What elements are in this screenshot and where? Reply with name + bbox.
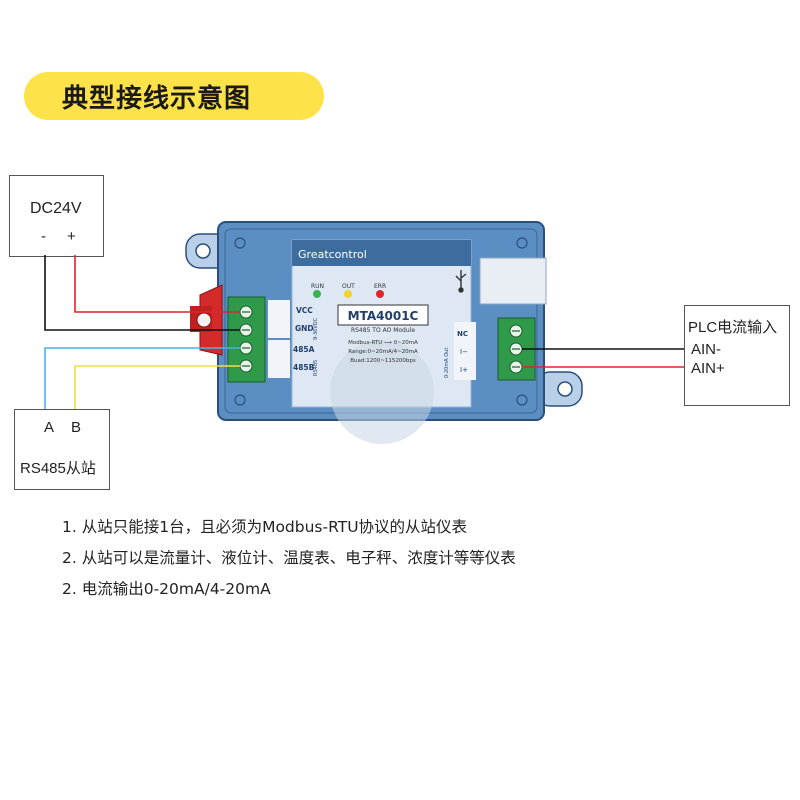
module-subtitle: RS485 TO AO Module [351,327,415,334]
screw-bl [234,394,246,406]
module-desc-2: Range:0~20mA/4~20mA [348,349,418,355]
wire-b-yellow [74,365,240,409]
mounting-hole-left [195,243,211,259]
mounting-hole-right [557,381,573,397]
terminal-vcc-label: VCC [296,306,313,315]
screw-tr [516,237,528,249]
led-err-label: ERR [374,283,386,290]
module-desc-1: Modbus-RTU ⟶ 0~20mA [348,340,418,346]
power-supply-box [9,175,104,257]
screw-br [516,394,528,406]
power-label-bg [268,300,290,338]
left-terminal-slots [242,311,250,367]
module-brand: Greatcontrol [298,248,367,261]
slave-label: RS485从站 [20,460,96,477]
note-item: 1. 从站只能接1台，且必须为Modbus-RTU协议的从站仪表 [62,518,468,536]
rs485-side-label: RS485 [313,360,319,376]
out-side-label: 0-20mA Out [444,348,450,378]
watermark-circle [330,340,434,444]
led-run [313,290,321,298]
screw-tl [234,237,246,249]
power-side-label: 9-36VDC [313,317,319,340]
plc-input-box [684,305,790,406]
led-err [376,290,384,298]
module-model: MTA4001C [348,309,419,323]
wire-minus-black [44,255,240,331]
led-run-label: RUN [311,283,324,290]
slave-b-label: B [71,419,82,436]
rs485-label-bg [268,340,290,378]
terminal-nc-label: NC [457,330,468,338]
wire-plus-red [74,255,240,313]
note-item: 2. 电流输出0-20mA/4-20mA [62,580,271,598]
terminal-485a-label: 485A [293,345,315,354]
led-out [344,290,352,298]
terminal-gnd-label: GND [295,324,314,333]
power-plus-label: + [67,228,76,245]
led-out-label: OUT [342,283,355,290]
out-label-bg [454,322,476,380]
power-supply-label: DC24V [30,200,82,217]
title-banner [24,72,324,120]
terminal-i-minus-label: I− [460,348,468,356]
slave-a-label: A [44,419,55,436]
terminal-485b-label: 485B [293,363,315,372]
module-desc-3: Buad:1200~115200bps [350,358,416,364]
right-terminal-slots [512,330,520,368]
rj-port [479,257,547,305]
module-brand-strip [292,240,471,266]
plc-label: PLC电流输入 [688,319,778,336]
model-box [337,304,429,326]
power-minus-label: - [41,228,46,245]
notes-list: 1. 从站只能接1台，且必须为Modbus-RTU协议的从站仪表 2. 从站可以… [62,512,516,605]
wire-a-blue [44,347,240,409]
rs485-slave-box [14,409,110,490]
page-title: 典型接线示意图 [62,84,252,114]
usb-icon [455,270,467,293]
note-item: 2. 从站可以是流量计、液位计、温度表、电子秤、浓度计等等仪表 [62,549,516,567]
plc-ain-minus-label: AIN- [691,341,721,358]
plc-ain-plus-label: AIN+ [691,360,725,377]
dc-jack-hole [196,312,212,328]
terminal-i-plus-label: I+ [460,366,468,374]
